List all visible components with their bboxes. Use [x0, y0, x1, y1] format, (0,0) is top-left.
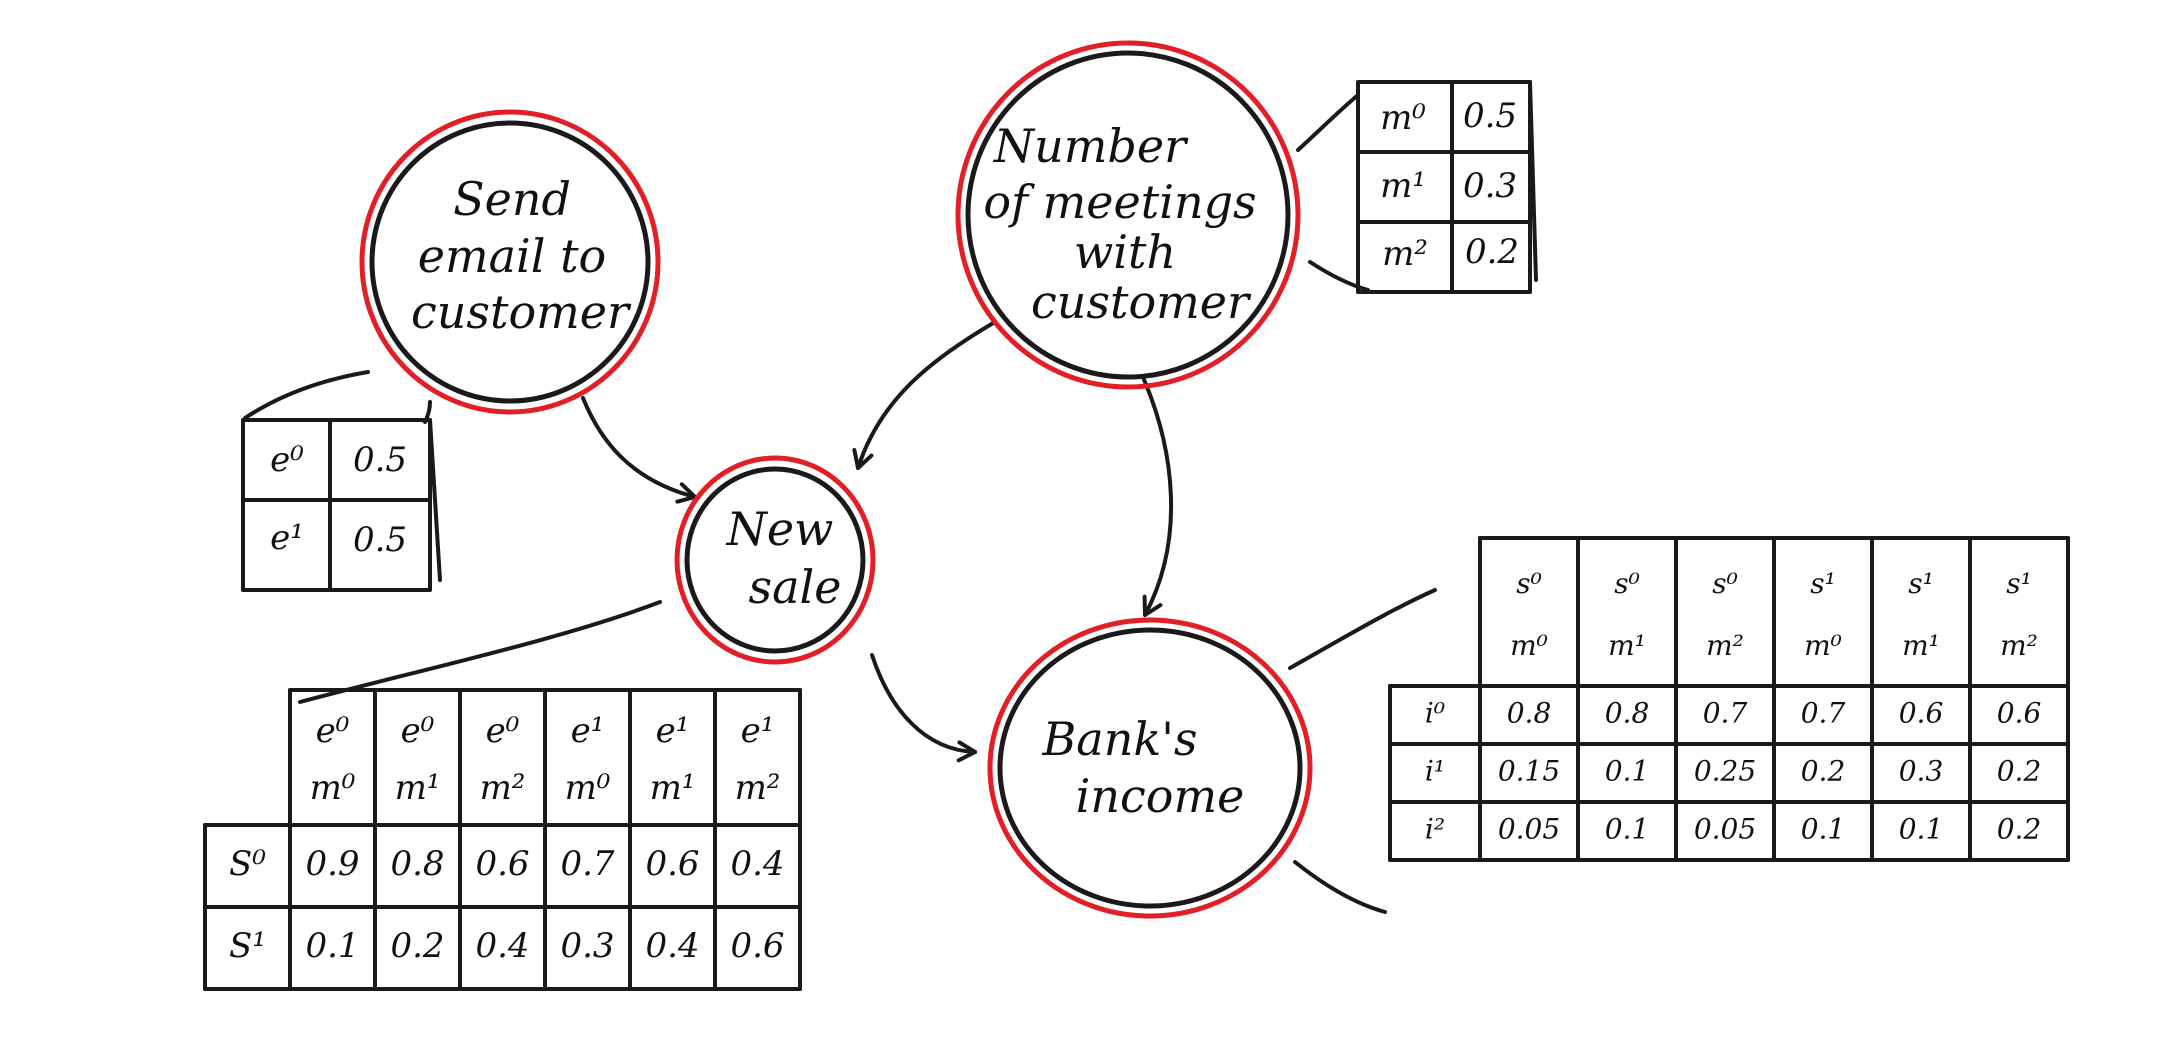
connector-email-table	[243, 370, 370, 420]
edge-meetings-to-sale	[852, 320, 997, 470]
meetings-cpt-label-2: m²	[1382, 234, 1428, 274]
table-new-sale-cpt: e⁰ m⁰ e⁰ m¹ e⁰ m² e¹ m⁰ e¹ m¹ e¹ m² S⁰ 0.9 0.8 0.6 0.7 0.…	[203, 688, 802, 991]
income-cpt-cell-value: 0.6	[1997, 697, 2042, 730]
meetings-cpt-label-0: m⁰	[1380, 98, 1426, 138]
connector-meetings-table	[1296, 93, 1360, 152]
sale-cpt-cell-value: 0.1	[305, 926, 359, 966]
income-cpt-row-label: i¹	[1425, 755, 1445, 788]
email-cpt-value-1: 0.5	[353, 520, 407, 560]
income-cpt-cell-value: 0.7	[1801, 697, 1846, 730]
email-cpt-label-0: e⁰	[270, 440, 304, 480]
table-meetings-cpt: m⁰ 0.5 m¹ 0.3 m² 0.2	[1356, 80, 1538, 294]
sale-cpt-cell-value: 0.8	[390, 844, 444, 884]
income-cpt-cell-value: 0.3	[1899, 755, 1944, 788]
email-cpt-value-0: 0.5	[353, 440, 407, 480]
edge-meetings-to-income	[1140, 373, 1174, 617]
node-new-sale-line-2: sale	[749, 560, 842, 614]
income-cpt-cell-value: 0.6	[1899, 697, 1944, 730]
node-new-sale: New sale	[674, 455, 876, 665]
income-cpt-cell-value: 0.1	[1801, 813, 1846, 846]
node-banks-income-line-2: income	[1076, 769, 1245, 823]
income-cpt-header-top: s⁰	[1614, 567, 1640, 600]
sale-cpt-header-top: e⁰	[486, 711, 520, 751]
connector-meetings-table-2	[1308, 260, 1370, 292]
node-send-email-line-2: email to	[418, 229, 607, 283]
sale-cpt-header-bottom: m¹	[395, 768, 441, 808]
income-cpt-header-bottom: m⁰	[1804, 629, 1842, 662]
connector-income-table-2	[1293, 860, 1387, 914]
node-send-email: Send email to customer	[359, 109, 661, 415]
sale-cpt-header-top: e⁰	[316, 711, 350, 751]
sale-cpt-cell-value: 0.6	[475, 844, 529, 884]
node-meetings: Number of meetings with customer	[955, 40, 1301, 390]
sale-cpt-cell-value: 0.9	[305, 844, 359, 884]
sale-cpt-header-top: e¹	[741, 711, 775, 751]
sale-cpt-cell-value: 0.7	[560, 844, 614, 884]
income-cpt-cell-value: 0.05	[1694, 813, 1756, 846]
node-meetings-line-1: Number	[993, 119, 1189, 173]
sale-cpt-cell-value: 0.2	[390, 926, 444, 966]
sale-cpt-header-bottom: m⁰	[565, 768, 611, 808]
meetings-cpt-value-2: 0.2	[1465, 232, 1519, 272]
sale-cpt-header-bottom: m¹	[650, 768, 696, 808]
edge-sale-to-income	[870, 653, 977, 763]
table-banks-income-cpt: s⁰ m⁰ s⁰ m¹ s⁰ m² s¹ m⁰ s¹ m¹ s¹ m² i⁰ 0.8 0.8 0.7 0.7 0.…	[1388, 536, 2070, 862]
income-cpt-header-top: s⁰	[1516, 567, 1542, 600]
sale-cpt-row-label: S¹	[229, 926, 266, 966]
income-cpt-header-top: s⁰	[1712, 567, 1738, 600]
income-cpt-header-bottom: m¹	[1902, 629, 1940, 662]
sale-cpt-cell-value: 0.3	[560, 926, 614, 966]
income-cpt-header-bottom: m²	[1706, 629, 1744, 662]
node-send-email-line-1: Send	[453, 172, 571, 226]
node-banks-income-line-1: Bank's	[1042, 712, 1198, 766]
income-cpt-cell-value: 0.15	[1498, 755, 1560, 788]
node-meetings-line-4: customer	[1031, 275, 1252, 329]
income-cpt-row-label: i²	[1425, 813, 1445, 846]
income-cpt-cell-value: 0.2	[1801, 755, 1846, 788]
income-cpt-cell-value: 0.05	[1498, 813, 1560, 846]
node-meetings-line-3: with	[1074, 225, 1176, 279]
table-email-cpt: e⁰ 0.5 e¹ 0.5	[241, 418, 442, 592]
income-cpt-header-top: s¹	[1908, 567, 1934, 600]
sale-cpt-header-top: e¹	[656, 711, 690, 751]
income-cpt-cell-value: 0.2	[1997, 755, 2042, 788]
income-cpt-header-top: s¹	[2006, 567, 2032, 600]
income-cpt-cell-value: 0.1	[1899, 813, 1944, 846]
income-cpt-row-label: i⁰	[1425, 697, 1445, 730]
edge-email-to-sale	[581, 396, 697, 504]
income-cpt-cell-value: 0.8	[1507, 697, 1552, 730]
node-banks-income: Bank's income	[987, 617, 1313, 919]
node-send-email-line-3: customer	[411, 285, 632, 339]
sale-cpt-header-bottom: m⁰	[310, 768, 356, 808]
income-cpt-cell-value: 0.25	[1694, 755, 1756, 788]
sale-cpt-cell-value: 0.6	[645, 844, 699, 884]
income-cpt-cell-value: 0.1	[1605, 755, 1650, 788]
node-new-sale-line-1: New	[726, 502, 834, 556]
email-cpt-label-1: e¹	[270, 518, 304, 558]
sale-cpt-cell-value: 0.4	[475, 926, 529, 966]
income-cpt-header-bottom: m¹	[1608, 629, 1646, 662]
income-cpt-header-bottom: m²	[2000, 629, 2038, 662]
sale-cpt-header-top: e¹	[571, 711, 605, 751]
connector-income-table	[1288, 588, 1437, 670]
income-cpt-cell-value: 0.1	[1605, 813, 1650, 846]
sale-cpt-header-bottom: m²	[735, 768, 781, 808]
income-cpt-cell-value: 0.2	[1997, 813, 2042, 846]
meetings-cpt-value-0: 0.5	[1463, 96, 1517, 136]
sale-cpt-cell-value: 0.6	[730, 926, 784, 966]
sale-cpt-cell-value: 0.4	[645, 926, 699, 966]
income-cpt-header-bottom: m⁰	[1510, 629, 1548, 662]
meetings-cpt-label-1: m¹	[1380, 166, 1426, 206]
income-cpt-cell-value: 0.8	[1605, 697, 1650, 730]
connector-sale-table	[298, 600, 662, 704]
income-cpt-cell-value: 0.7	[1703, 697, 1748, 730]
sale-cpt-header-top: e⁰	[401, 711, 435, 751]
sale-cpt-cell-value: 0.4	[730, 844, 784, 884]
income-cpt-header-top: s¹	[1810, 567, 1836, 600]
meetings-cpt-value-1: 0.3	[1463, 166, 1517, 206]
sale-cpt-header-bottom: m²	[480, 768, 526, 808]
sale-cpt-row-label: S⁰	[229, 844, 266, 884]
node-meetings-line-2: of meetings	[983, 175, 1256, 229]
